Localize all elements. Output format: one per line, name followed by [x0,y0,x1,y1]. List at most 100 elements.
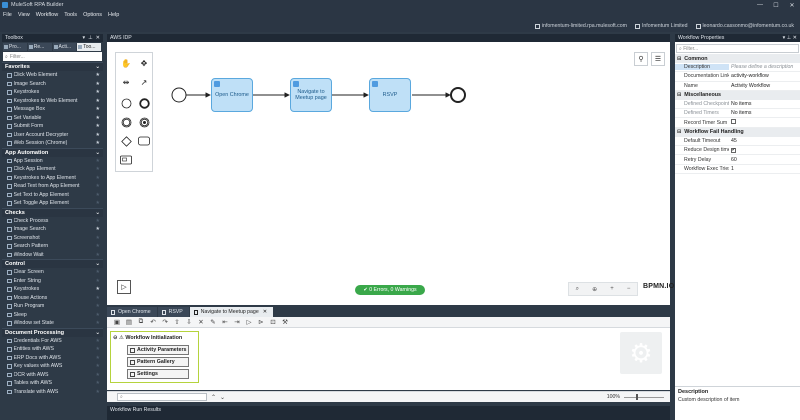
favorite-star-icon[interactable]: ★ [95,89,100,96]
prev-result-icon[interactable]: ⌃ [211,394,217,401]
favorite-star-icon[interactable]: ★ [95,388,100,395]
toolbox-item[interactable]: Set Variable★ [2,114,103,123]
org-link[interactable]: Infomentum Limited [634,23,688,29]
checkbox[interactable] [731,119,736,125]
pattern-gallery-button[interactable]: Pattern Gallery [127,357,189,367]
toolbox-item[interactable]: Key values with AWS★ [2,362,103,371]
intermediate-event-icon[interactable] [119,115,133,129]
favorite-star-icon[interactable]: ★ [95,354,100,361]
edit-icon[interactable]: ✎ [210,319,216,326]
favorite-star-icon[interactable]: ★ [95,157,100,164]
step-icon[interactable]: ⇥ [234,319,240,326]
debug-icon[interactable]: ⊳ [258,319,264,326]
tab-recorder[interactable]: Re... [27,43,52,51]
property-value[interactable]: 60 [731,156,737,163]
favorite-star-icon[interactable]: ★ [95,320,100,327]
favorite-star-icon[interactable]: ★ [95,72,100,79]
favorite-star-icon[interactable]: ★ [95,200,100,207]
toolbox-item[interactable]: Keystrokes★ [2,285,103,294]
favorite-star-icon[interactable]: ★ [95,114,100,121]
activity-parameters-button[interactable]: Activity Parameters [127,345,189,355]
task-navigate-meetup[interactable]: Navigate to Meetup page [290,78,332,112]
toolbox-item[interactable]: Screenshot★ [2,234,103,243]
toolbox-item[interactable]: Mouse Actions★ [2,294,103,303]
end-event-icon[interactable] [137,96,151,110]
tenant-link[interactable]: infomentum-limited.rpa.mulesoft.com [534,23,627,29]
checkbox[interactable]: ✔ [731,147,736,153]
favorite-star-icon[interactable]: ★ [95,174,100,181]
favorite-star-icon[interactable]: ★ [95,183,100,190]
timer-event-icon[interactable] [137,115,151,129]
toolbox-item[interactable]: Credentials For AWS★ [2,337,103,346]
task-rsvp[interactable]: RSVP [369,78,411,112]
pin-icon[interactable]: ⊥ [786,35,793,41]
undo-icon[interactable]: ↶ [150,319,156,326]
toolbox-item[interactable]: Set Text to App Element★ [2,191,103,200]
favorite-star-icon[interactable]: ★ [95,371,100,378]
connect-tool-icon[interactable]: ↗ [140,77,148,87]
lasso-tool-icon[interactable]: ✥ [140,58,148,68]
favorite-star-icon[interactable]: ★ [95,123,100,130]
zoom-slider-thumb[interactable] [636,394,638,400]
pin-icon[interactable]: ⊥ [88,35,93,41]
doc-tab-open-chrome[interactable]: Open Chrome [107,307,157,317]
settings-icon[interactable]: ⚒ [282,319,288,326]
property-section[interactable]: ⊟Miscellaneous [675,90,800,100]
category-header[interactable]: Favorites⌄ [2,62,103,71]
property-value[interactable]: activity-workflow [731,73,769,80]
menu-options[interactable]: Options [83,12,103,18]
favorite-star-icon[interactable]: ★ [95,191,100,198]
collapse-icon[interactable]: ⌄ [95,149,100,156]
record-icon[interactable]: ⊡ [270,319,276,326]
toolbox-item[interactable]: Check Process★ [2,217,103,226]
menu-help[interactable]: Help [108,12,120,18]
toolbox-item[interactable]: ERP Docs with AWS★ [2,354,103,363]
space-tool-icon[interactable]: ⇹ [122,77,130,87]
property-value[interactable]: 45 [731,137,737,144]
close-icon[interactable]: ✕ [95,35,100,41]
user-link[interactable]: leonardo.cassonmo@infomentum.co.uk [695,23,794,29]
favorite-star-icon[interactable]: ★ [95,243,100,250]
toolbox-item[interactable]: Search Pattern★ [2,242,103,251]
collapse-icon[interactable]: ⊟ [677,92,682,99]
menu-view[interactable]: View [17,12,30,18]
toolbox-item[interactable]: Sleep★ [2,311,103,320]
collapse-icon[interactable]: ⌄ [95,209,100,216]
task-icon[interactable] [137,134,151,148]
toolbox-item[interactable]: Click Web Element★ [2,71,103,80]
doc-tab-rsvp[interactable]: RSVP [157,307,189,317]
favorite-star-icon[interactable]: ★ [95,269,100,276]
favorite-star-icon[interactable]: ★ [95,140,100,147]
save-icon[interactable]: ▣ [113,319,121,326]
dropdown-icon[interactable]: ▾ [782,35,787,41]
favorite-star-icon[interactable]: ★ [95,234,100,241]
property-section[interactable]: ⊟Workflow Fail Handling [675,127,800,137]
delete-icon[interactable]: ✕ [198,319,204,326]
favorite-star-icon[interactable]: ★ [95,311,100,318]
maximize-button[interactable]: ☐ [773,2,779,9]
fit-icon[interactable]: ⊕ [592,286,598,293]
run-icon[interactable]: ▷ [246,319,252,326]
toolbox-item[interactable]: Keystrokes★ [2,88,103,97]
search-icon[interactable]: ⌕ [575,285,579,292]
menu-workflow[interactable]: Workflow [35,12,59,18]
zoom-out-icon[interactable]: − [626,286,631,292]
category-header[interactable]: Control⌄ [2,259,103,268]
move-down-icon[interactable]: ⇩ [186,319,192,326]
favorite-star-icon[interactable]: ★ [95,166,100,173]
favorite-star-icon[interactable]: ★ [95,97,100,104]
subprocess-icon[interactable] [119,153,133,167]
run-button[interactable]: ▷ [117,280,131,294]
zoom-slider[interactable] [624,394,664,400]
tab-activities[interactable]: Acti... [52,43,77,51]
toolbox-item[interactable]: OCR with AWS★ [2,371,103,380]
validation-badge[interactable]: ✔ 0 Errors, 0 Warnings [355,285,425,295]
wrench-icon[interactable]: ⚲ [634,52,648,66]
doc-tab-navigate-meetup[interactable]: Navigate to Meetup page✕ [189,307,274,317]
category-header[interactable]: Checks⌄ [2,207,103,217]
